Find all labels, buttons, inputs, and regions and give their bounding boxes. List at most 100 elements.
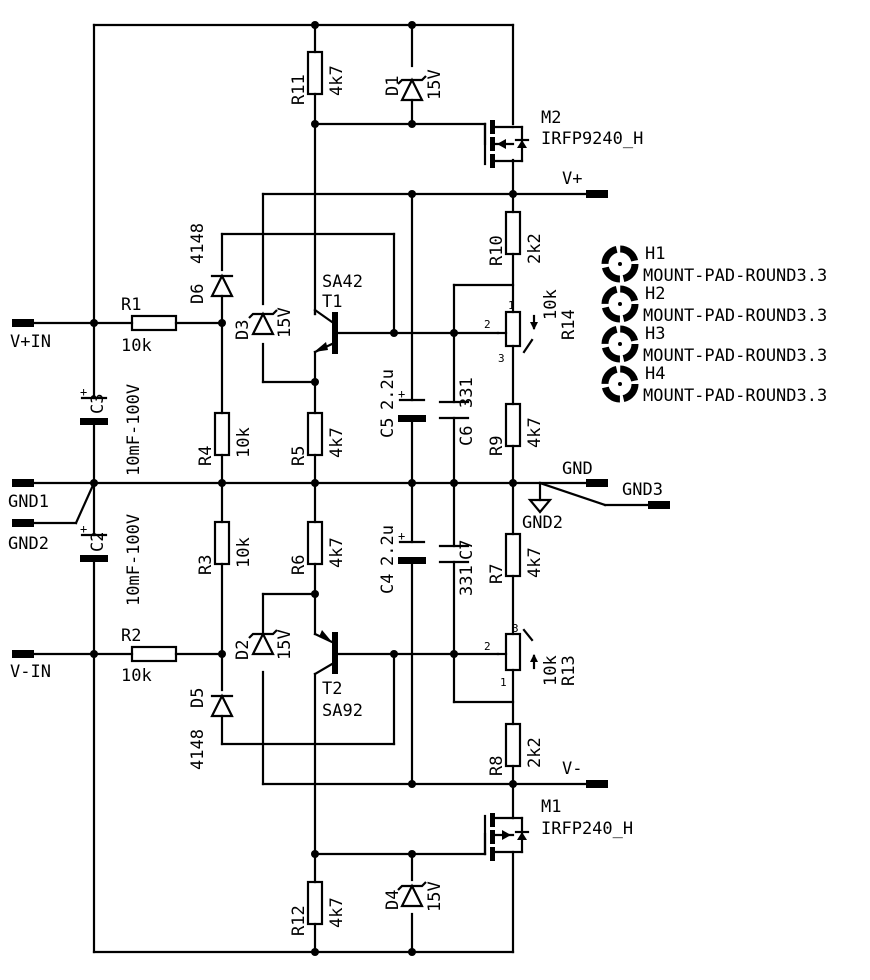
resistor-r11 <box>306 50 324 96</box>
value-m1: IRFP240_H <box>541 819 633 839</box>
r13-pin-3: 3 <box>512 622 519 635</box>
value-m2: IRFP9240_H <box>541 129 643 149</box>
ref-r4: R4 <box>196 446 216 466</box>
ref-r11: R11 <box>289 74 309 105</box>
resistor-r5 <box>306 411 324 457</box>
ref-c4: C4 <box>378 574 398 594</box>
net-gnd: GND <box>562 459 593 479</box>
svg-text:+: + <box>398 529 405 543</box>
ref-c3: C3 <box>88 394 108 414</box>
connector-pads <box>12 190 670 788</box>
value-r10: 2k2 <box>525 233 545 264</box>
ref-r1: R1 <box>121 295 141 315</box>
r14-pin-1: 1 <box>508 299 515 312</box>
ground-symbol <box>527 498 553 514</box>
mount-pads <box>601 245 639 403</box>
value-d3: 15V <box>275 307 295 338</box>
ref-r6: R6 <box>289 555 309 575</box>
potentiometer-r14 <box>504 310 522 348</box>
svg-text:+: + <box>80 385 87 399</box>
r14-pin-2: 2 <box>484 318 491 331</box>
value-c2: 10mF-100V <box>124 514 144 606</box>
ref-r9: R9 <box>487 436 507 456</box>
resistor-r2 <box>130 645 178 663</box>
value-h2: MOUNT-PAD-ROUND3.3 <box>643 306 827 326</box>
value-r14: 10k <box>541 289 561 320</box>
ref-c6: C6 <box>457 426 477 446</box>
value-h4: MOUNT-PAD-ROUND3.3 <box>643 386 827 406</box>
value-d1: 15V <box>425 69 445 100</box>
ref-r8: R8 <box>487 756 507 776</box>
net-vin-neg: V-IN <box>10 662 51 682</box>
ref-t1: T1 <box>322 292 342 312</box>
value-d4: 15V <box>425 881 445 912</box>
ref-d5: D5 <box>188 688 208 708</box>
value-r5: 4k7 <box>327 427 347 458</box>
ref-r14: R14 <box>559 309 579 340</box>
transistor-t2 <box>313 630 338 676</box>
ref-h3: H3 <box>645 324 665 344</box>
value-d6: 4148 <box>188 223 208 264</box>
component-labels: R1 10k R2 10k SA42 T1 T2 SA92 M2 IRFP924… <box>88 65 827 936</box>
ref-d6: D6 <box>188 284 208 304</box>
ref-m1: M1 <box>541 797 561 817</box>
value-h1: MOUNT-PAD-ROUND3.3 <box>643 266 827 286</box>
value-c6: 331 <box>457 377 477 408</box>
resistors <box>130 50 538 926</box>
ref-r13: R13 <box>559 655 579 686</box>
net-vpos: V+ <box>562 169 582 189</box>
r14-pin-3: 3 <box>498 352 505 365</box>
r13-pin-2: 2 <box>484 640 491 653</box>
resistor-r3 <box>213 520 231 566</box>
resistor-r12 <box>306 880 324 926</box>
ref-r3: R3 <box>196 555 216 575</box>
diodes <box>210 75 427 908</box>
resistor-r7 <box>504 532 522 578</box>
value-c5: 2.2u <box>378 369 398 410</box>
ref-r12: R12 <box>289 905 309 936</box>
svg-text:+: + <box>398 387 405 401</box>
value-r3: 10k <box>234 537 254 568</box>
net-gnd1: GND1 <box>8 492 49 512</box>
value-r11: 4k7 <box>327 65 347 96</box>
resistor-r10 <box>504 210 522 256</box>
value-c7: 331 <box>457 565 477 596</box>
value-t2: SA92 <box>322 701 363 721</box>
transistor-t1 <box>313 308 338 354</box>
value-r1: 10k <box>121 336 152 356</box>
mosfet-m1 <box>483 813 530 861</box>
value-r13: 10k <box>541 655 561 686</box>
resistor-r6 <box>306 520 324 566</box>
net-gnd3: GND3 <box>622 480 663 500</box>
net-gnd2: GND2 <box>8 534 49 554</box>
net-vin-pos: V+IN <box>10 332 51 352</box>
resistor-r9 <box>504 402 522 448</box>
value-r9: 4k7 <box>525 417 545 448</box>
r13-pin-1: 1 <box>500 676 507 689</box>
svg-text:+: + <box>80 522 87 536</box>
value-r7: 4k7 <box>525 547 545 578</box>
value-r2: 10k <box>121 666 152 686</box>
ref-d1: D1 <box>383 76 403 96</box>
ref-d2: D2 <box>233 640 253 660</box>
value-d2: 15V <box>275 629 295 660</box>
ref-c2: C2 <box>88 532 108 552</box>
ref-c7: C7 <box>457 540 477 560</box>
potentiometer-r13 <box>504 632 522 672</box>
ref-r7: R7 <box>487 564 507 584</box>
ref-h4: H4 <box>645 364 665 384</box>
resistor-r1 <box>130 314 178 332</box>
net-vneg: V- <box>562 759 582 779</box>
net-labels: V+IN V-IN GND1 GND2 GND GND3 GND2 V+ V- <box>8 169 663 779</box>
wires <box>28 23 654 954</box>
value-r12: 4k7 <box>327 897 347 928</box>
ref-r5: R5 <box>289 446 309 466</box>
ref-d4: D4 <box>383 890 403 910</box>
value-h3: MOUNT-PAD-ROUND3.3 <box>643 346 827 366</box>
value-r8: 2k2 <box>525 737 545 768</box>
ref-c5: C5 <box>378 418 398 438</box>
value-d5: 4148 <box>188 729 208 770</box>
ref-r2: R2 <box>121 626 141 646</box>
junction-dots <box>90 21 517 956</box>
